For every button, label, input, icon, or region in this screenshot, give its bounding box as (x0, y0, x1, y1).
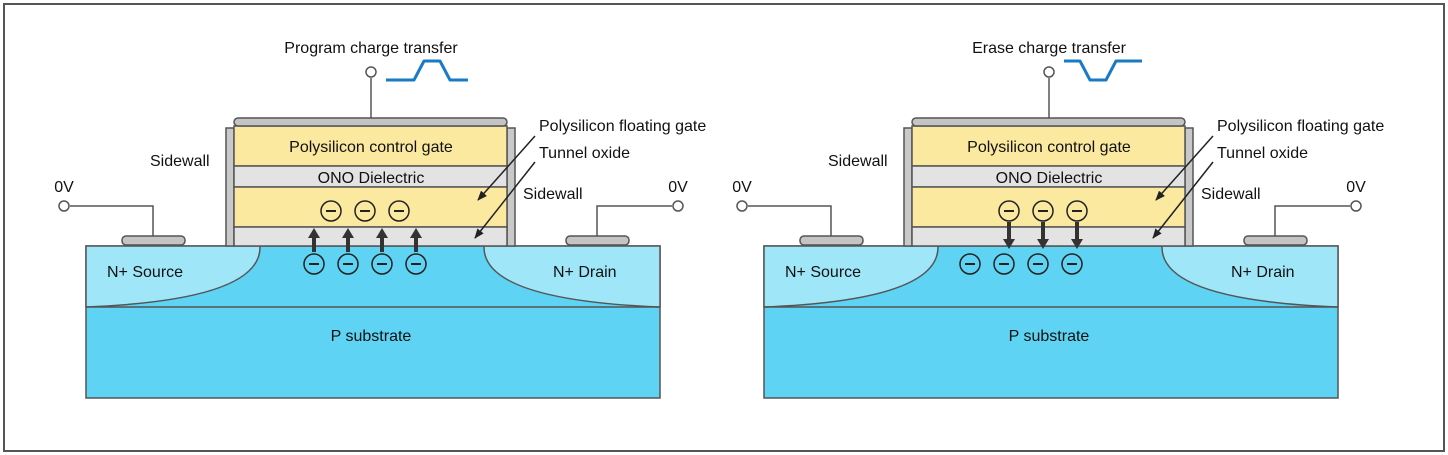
electron-icon (1027, 253, 1049, 275)
waveform-icon (1064, 59, 1142, 82)
electron-icon (337, 253, 359, 275)
electron-icon (405, 253, 427, 275)
electron-icon (354, 200, 376, 222)
substrate-label: P substrate (331, 328, 412, 345)
waveform-icon (386, 59, 468, 82)
panel-title: Erase charge transfer (972, 40, 1127, 57)
voltage-left-label: 0V (54, 179, 74, 196)
electron-icon (371, 253, 393, 275)
control-gate (911, 125, 1186, 167)
floating-gate-leader (1155, 135, 1214, 201)
tunnel-oxide-label: Tunnel oxide (1217, 145, 1308, 162)
floating-gate-label: Polysilicon floating gate (539, 118, 706, 135)
gate-contact (233, 117, 508, 127)
drain-wire (1274, 205, 1350, 236)
control-gate-label: Polysilicon control gate (289, 139, 453, 156)
source-label: N+ Source (785, 264, 861, 281)
sidewall-left (903, 127, 913, 247)
dielectric-label: ONO Dielectric (996, 170, 1103, 187)
sidewall-right-label: Sidewall (523, 186, 583, 203)
electron-icon (959, 253, 981, 275)
sidewall-left (225, 127, 235, 247)
source-contact (799, 235, 864, 246)
tunnel-oxide-label: Tunnel oxide (539, 145, 630, 162)
drain-contact (565, 235, 630, 246)
voltage-right-label: 0V (668, 179, 688, 196)
voltage-right-label: 0V (1346, 179, 1366, 196)
floating-gate (233, 186, 508, 228)
down-arrow-icon (1003, 239, 1015, 249)
up-arrow-icon (410, 228, 422, 238)
tunnel-oxide-leader (474, 161, 536, 239)
floating-gate (911, 186, 1186, 228)
tunnel-oxide (233, 226, 508, 247)
drain-label: N+ Drain (553, 264, 617, 281)
source-label: N+ Source (107, 264, 183, 281)
electron-icon (998, 200, 1020, 222)
source-terminal (736, 200, 748, 212)
tunnel-oxide (911, 226, 1186, 247)
electron-icon (993, 253, 1015, 275)
up-arrow-icon (376, 228, 388, 238)
sidewall-right (506, 127, 516, 247)
electron-icon (1032, 200, 1054, 222)
sidewall-left-label: Sidewall (150, 153, 210, 170)
down-arrow-icon (1037, 239, 1049, 249)
drain-region (483, 245, 661, 308)
drain-terminal (672, 200, 684, 212)
electron-icon (388, 200, 410, 222)
gate-contact (911, 117, 1186, 127)
gate-terminal (1043, 66, 1055, 78)
drain-contact (1243, 235, 1308, 246)
drain-label: N+ Drain (1231, 264, 1295, 281)
control-gate-label: Polysilicon control gate (967, 139, 1131, 156)
source-region (85, 245, 261, 308)
dielectric-label: ONO Dielectric (318, 170, 425, 187)
drain-region (1161, 245, 1339, 308)
up-arrow-icon (308, 228, 320, 238)
sidewall-left-label: Sidewall (828, 153, 888, 170)
substrate-label: P substrate (1009, 328, 1090, 345)
up-arrow-icon (342, 228, 354, 238)
gate-terminal (365, 66, 377, 78)
electron-icon (320, 200, 342, 222)
sidewall-right-label: Sidewall (1201, 186, 1261, 203)
sidewall-right (1184, 127, 1194, 247)
source-terminal (58, 200, 70, 212)
source-wire (70, 205, 154, 236)
source-contact (121, 235, 186, 246)
floating-gate-leader (477, 135, 536, 201)
tunnel-oxide-leader (1152, 161, 1214, 239)
floating-gate-label: Polysilicon floating gate (1217, 118, 1384, 135)
down-arrow-icon (1071, 239, 1083, 249)
source-region (763, 245, 939, 308)
voltage-left-label: 0V (732, 179, 752, 196)
drain-wire (596, 205, 672, 236)
electron-icon (1066, 200, 1088, 222)
panel-title: Program charge transfer (284, 40, 458, 57)
electron-icon (1061, 253, 1083, 275)
drain-terminal (1350, 200, 1362, 212)
electron-icon (303, 253, 325, 275)
source-wire (748, 205, 832, 236)
